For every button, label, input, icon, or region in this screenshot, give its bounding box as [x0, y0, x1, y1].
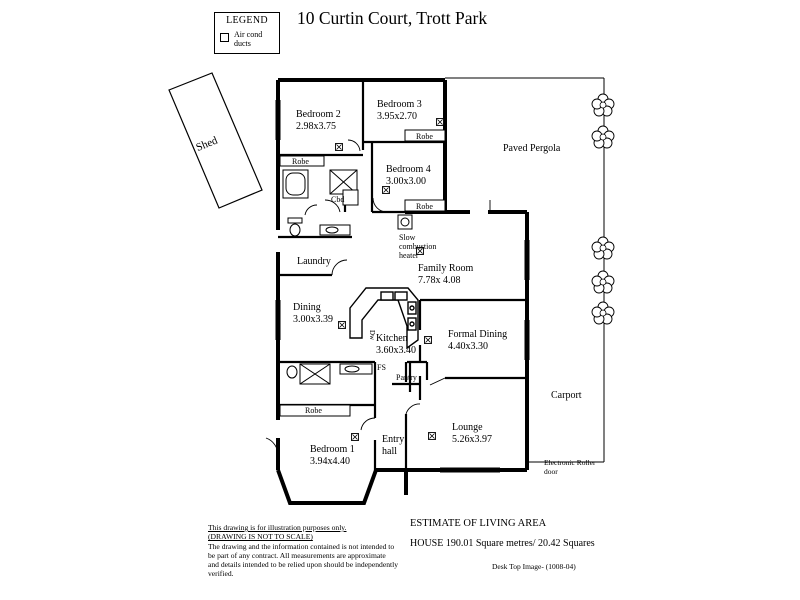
legend-item-label: Air cond ducts	[234, 30, 263, 48]
disclaimer: This drawing is for illustration purpose…	[208, 523, 398, 579]
heater-label-3: heater	[399, 251, 419, 260]
air-con-duct-icon	[428, 432, 436, 440]
shed: Shed	[168, 72, 263, 209]
air-con-duct-icon	[382, 186, 390, 194]
legend: LEGEND ⊠ Air cond ducts	[214, 12, 280, 54]
door-swings	[265, 139, 491, 456]
bedroom1-label: Bedroom 1	[310, 444, 355, 455]
air-con-duct-icon	[424, 336, 432, 344]
heater	[397, 214, 413, 230]
bedroom4-label: Bedroom 4	[386, 164, 431, 175]
tree-icon	[591, 270, 615, 294]
roller-door-label-2: door	[544, 467, 558, 476]
bedroom4-size: 3.00x3.00	[386, 176, 426, 187]
pergola-label: Paved Pergola	[503, 143, 561, 154]
page-title: 10 Curtin Court, Trott Park	[297, 8, 488, 28]
robe-bed4-label: Robe	[416, 202, 433, 211]
carport-label: Carport	[551, 390, 582, 401]
footer-credit: Desk Top Image- (1008-04)	[492, 562, 576, 571]
heater-label-2: combustion	[399, 242, 436, 251]
pantry-label: Pantry	[396, 373, 417, 382]
fs-label: FS	[377, 363, 386, 372]
disclaimer-line-1: This drawing is for illustration purpose…	[208, 523, 347, 532]
dishwasher-label: Dw	[368, 330, 376, 341]
windows	[275, 100, 530, 473]
robe-bed1-label: Robe	[305, 406, 322, 415]
entry-label: Entry	[382, 434, 404, 445]
interior-walls	[278, 80, 527, 470]
family-room-size: 7.78x 4.08	[418, 275, 461, 286]
bedroom1-size: 3.94x4.40	[310, 456, 350, 467]
air-con-duct-icon: ⊠	[220, 33, 229, 42]
dining-label: Dining	[293, 302, 321, 313]
disclaimer-body: The drawing and the information containe…	[208, 541, 399, 579]
laundry-label: Laundry	[297, 256, 331, 267]
heater-label-1: Slow	[399, 233, 416, 242]
dining-size: 3.00x3.39	[293, 314, 333, 325]
robe-bed2-label: Robe	[292, 157, 309, 166]
lounge-label: Lounge	[452, 422, 483, 433]
robes	[279, 129, 446, 417]
bedroom3-size: 3.95x2.70	[377, 111, 417, 122]
bedroom2-size: 2.98x3.75	[296, 121, 336, 132]
family-room-label: Family Room	[418, 263, 474, 274]
tree-icon	[591, 125, 615, 149]
kitchen-island	[349, 287, 419, 350]
tree-icon	[591, 301, 615, 325]
kitchen-label: Kitchen	[376, 333, 408, 344]
roller-door-label-1: Electronic Roller	[544, 458, 596, 467]
robe-bed3-label: Robe	[416, 132, 433, 141]
bedroom3-label: Bedroom 3	[377, 99, 422, 110]
formal-dining-label: Formal Dining	[448, 329, 507, 340]
bedroom2-label: Bedroom 2	[296, 109, 341, 120]
kitchen-size: 3.60x3.40	[376, 345, 416, 356]
estimate-title: ESTIMATE OF LIVING AREA	[410, 518, 547, 529]
bathroom-fixtures	[282, 169, 373, 385]
disclaimer-line-2: (DRAWING IS NOT TO SCALE)	[208, 532, 313, 542]
air-con-duct-icon	[436, 118, 444, 126]
air-con-duct-icon	[351, 433, 359, 441]
legend-title: LEGEND	[226, 15, 268, 26]
formal-dining-size: 4.40x3.30	[448, 341, 488, 352]
air-con-duct-icon	[335, 143, 343, 151]
hall-label: hall	[382, 446, 397, 457]
cupboard-label: Cbd	[331, 195, 344, 204]
estimate-house: HOUSE 190.01 Square metres/ 20.42 Square…	[410, 538, 595, 549]
tree-icon	[591, 236, 615, 260]
tree-icon	[591, 93, 615, 117]
tree-icons	[591, 93, 615, 325]
air-con-duct-icon	[338, 321, 346, 329]
lounge-size: 5.26x3.97	[452, 434, 492, 445]
